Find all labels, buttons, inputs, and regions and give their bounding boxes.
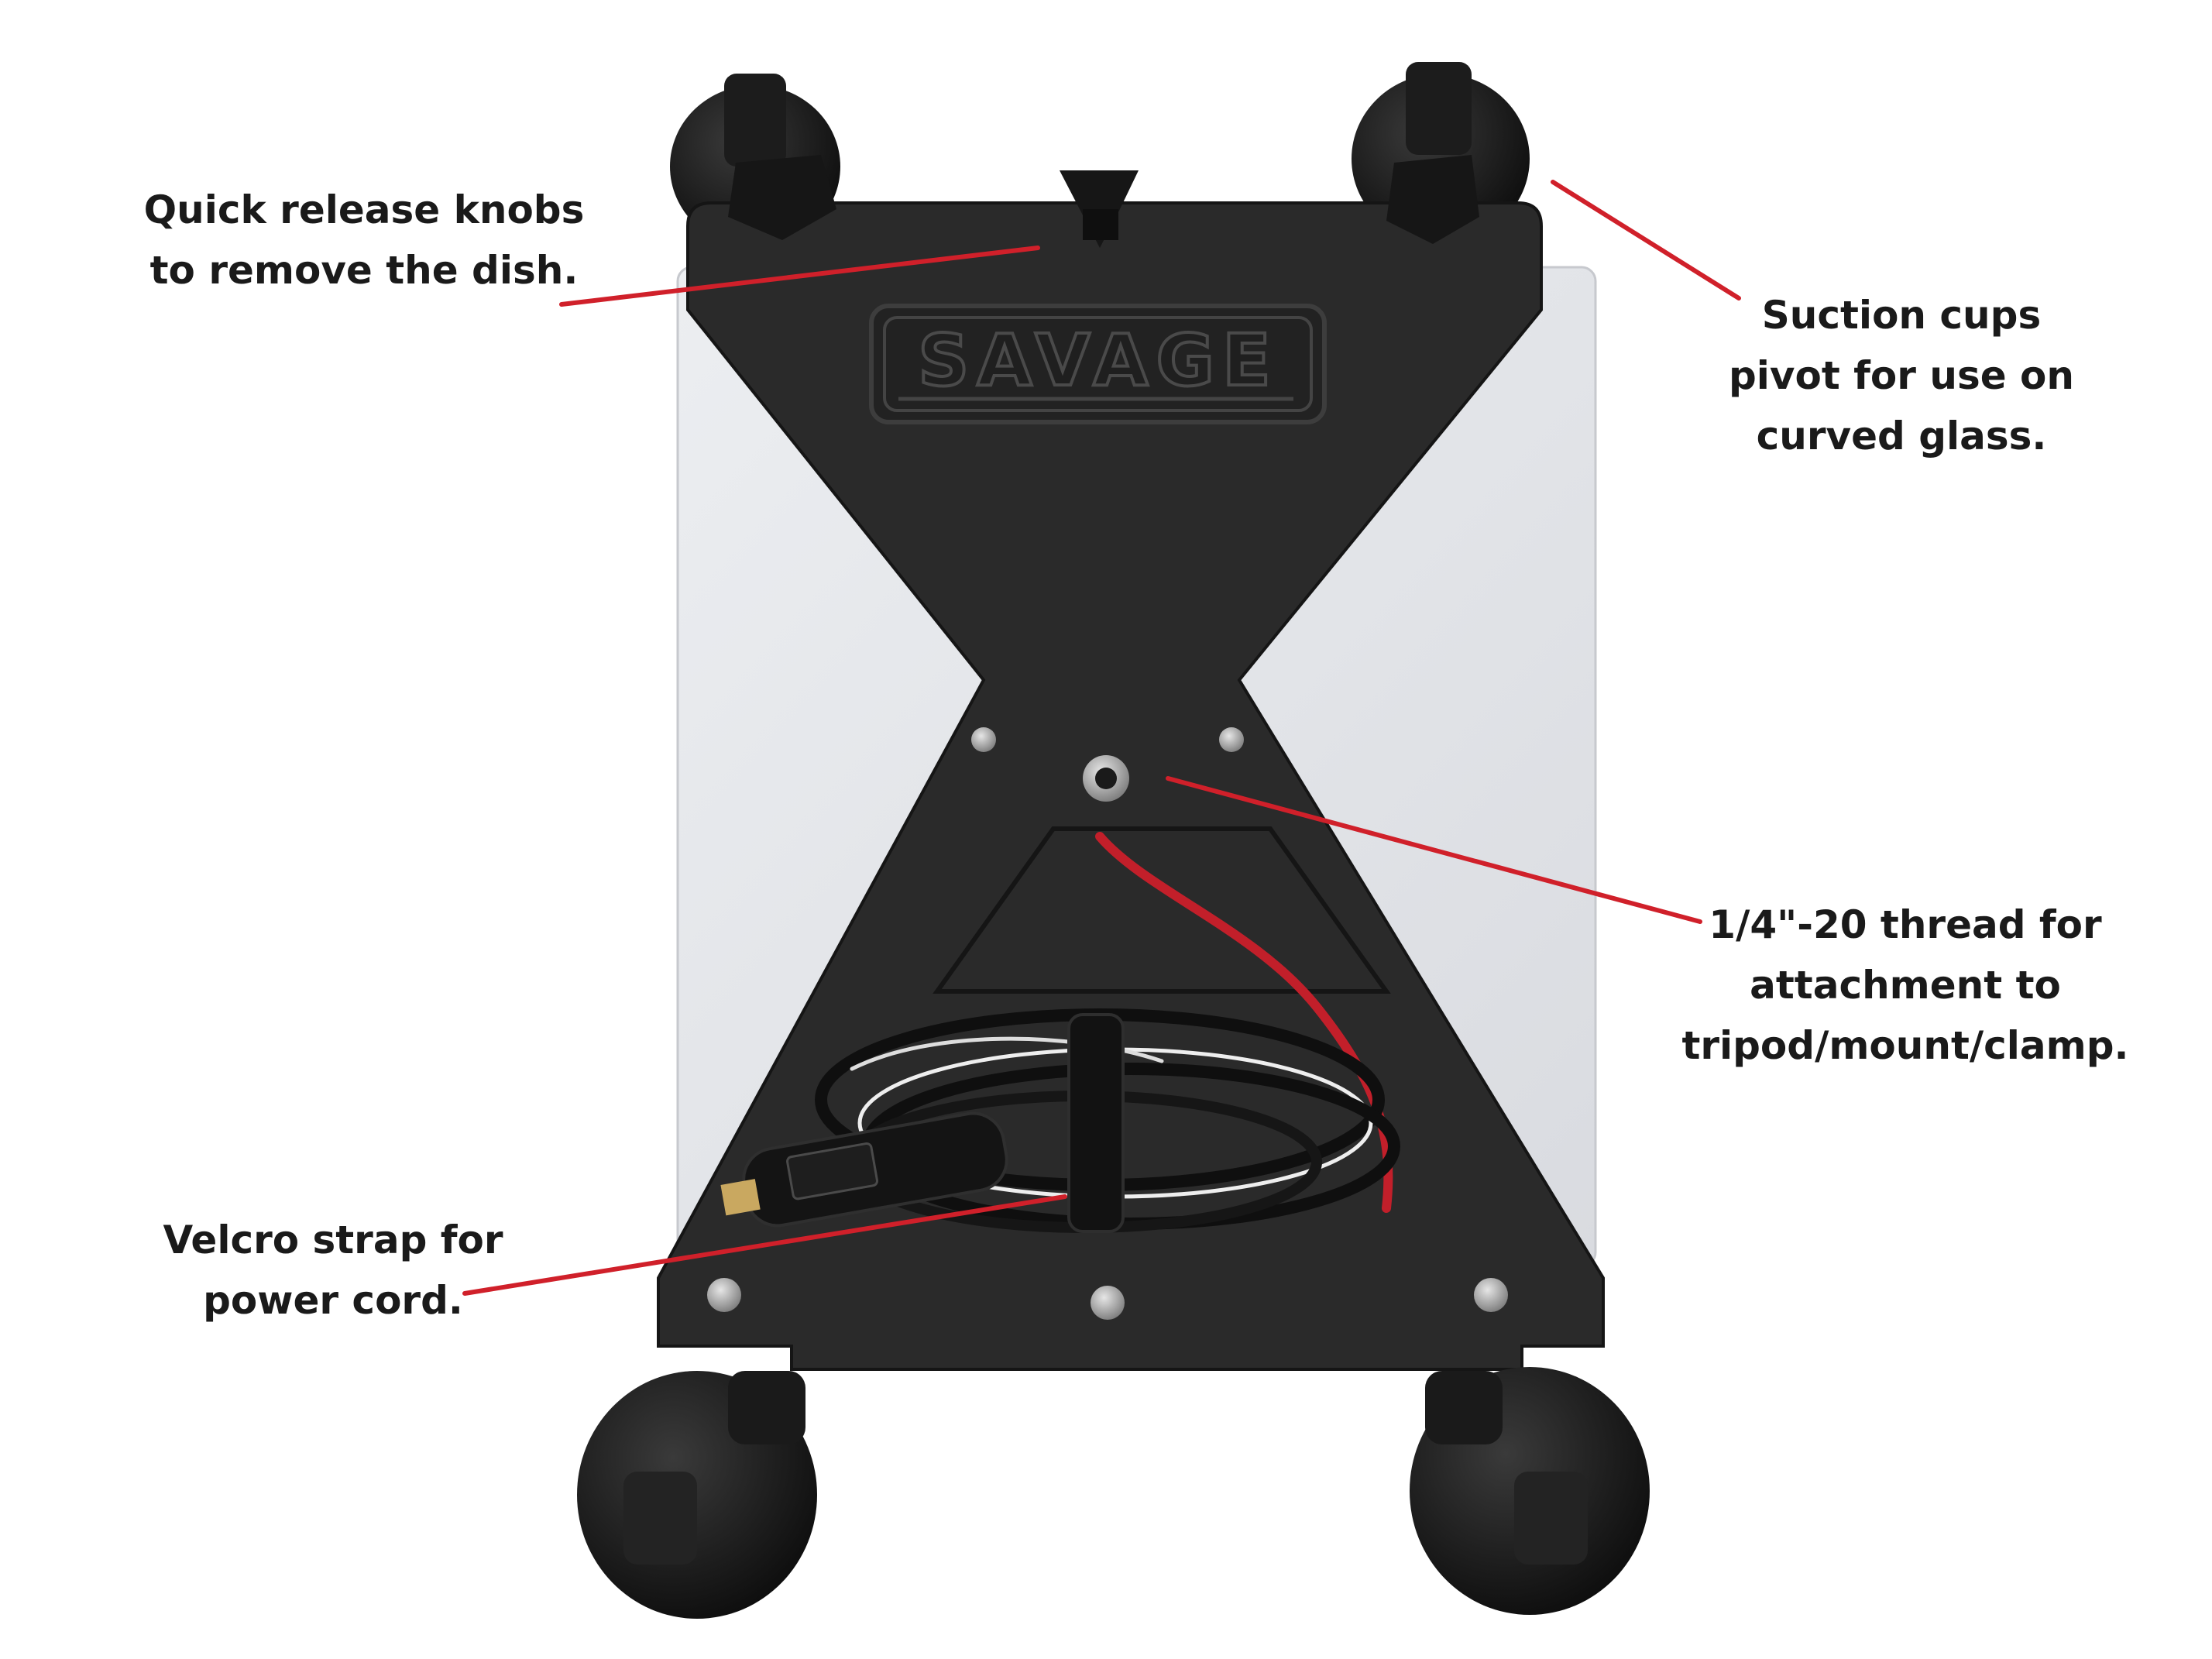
callout-velcro-strap: Velcro strap for power cord. (124, 1210, 542, 1331)
suction-cup-bottom-left (577, 1371, 817, 1619)
callout-line: power cord. (203, 1278, 463, 1323)
callout-line: Velcro strap for (163, 1218, 503, 1262)
callout-quick-release-knobs: Quick release knobs to remove the dish. (132, 180, 596, 301)
callout-line: curved glass. (1756, 414, 2047, 459)
power-plug (720, 1111, 1008, 1228)
callout-line: to remove the dish. (149, 248, 579, 293)
callout-line: tripod/mount/clamp. (1681, 1023, 2129, 1068)
tripod-thread-insert (1083, 755, 1129, 802)
leader-line-thread (1166, 776, 1702, 924)
callout-line: 1/4"-20 thread for (1709, 902, 2102, 947)
callout-tripod-thread: 1/4"-20 thread for attachment to tripod/… (1665, 895, 2145, 1076)
callout-line: pivot for use on (1729, 353, 2074, 398)
callout-line: Quick release knobs (143, 187, 585, 232)
knob-top-right (1386, 155, 1479, 244)
callout-suction-cups: Suction cups pivot for use on curved gla… (1685, 285, 2118, 466)
leader-line-knobs (559, 246, 1040, 307)
knob-top-left (728, 155, 836, 240)
knob-top-center (1060, 170, 1139, 248)
suction-cup-bottom-right (1410, 1367, 1650, 1615)
velcro-strap (1067, 1013, 1125, 1233)
leader-line-velcro (462, 1194, 1067, 1296)
leader-lines (462, 180, 1741, 1296)
bracket-screws (707, 727, 1508, 1320)
leader-line-suction (1551, 180, 1741, 301)
callout-line: Suction cups (1761, 293, 2042, 338)
logo-text: SAVAGE (918, 319, 1279, 402)
bracket-window (933, 826, 1391, 994)
callout-line: attachment to (1750, 963, 2061, 1008)
logo-plate (869, 304, 1327, 424)
